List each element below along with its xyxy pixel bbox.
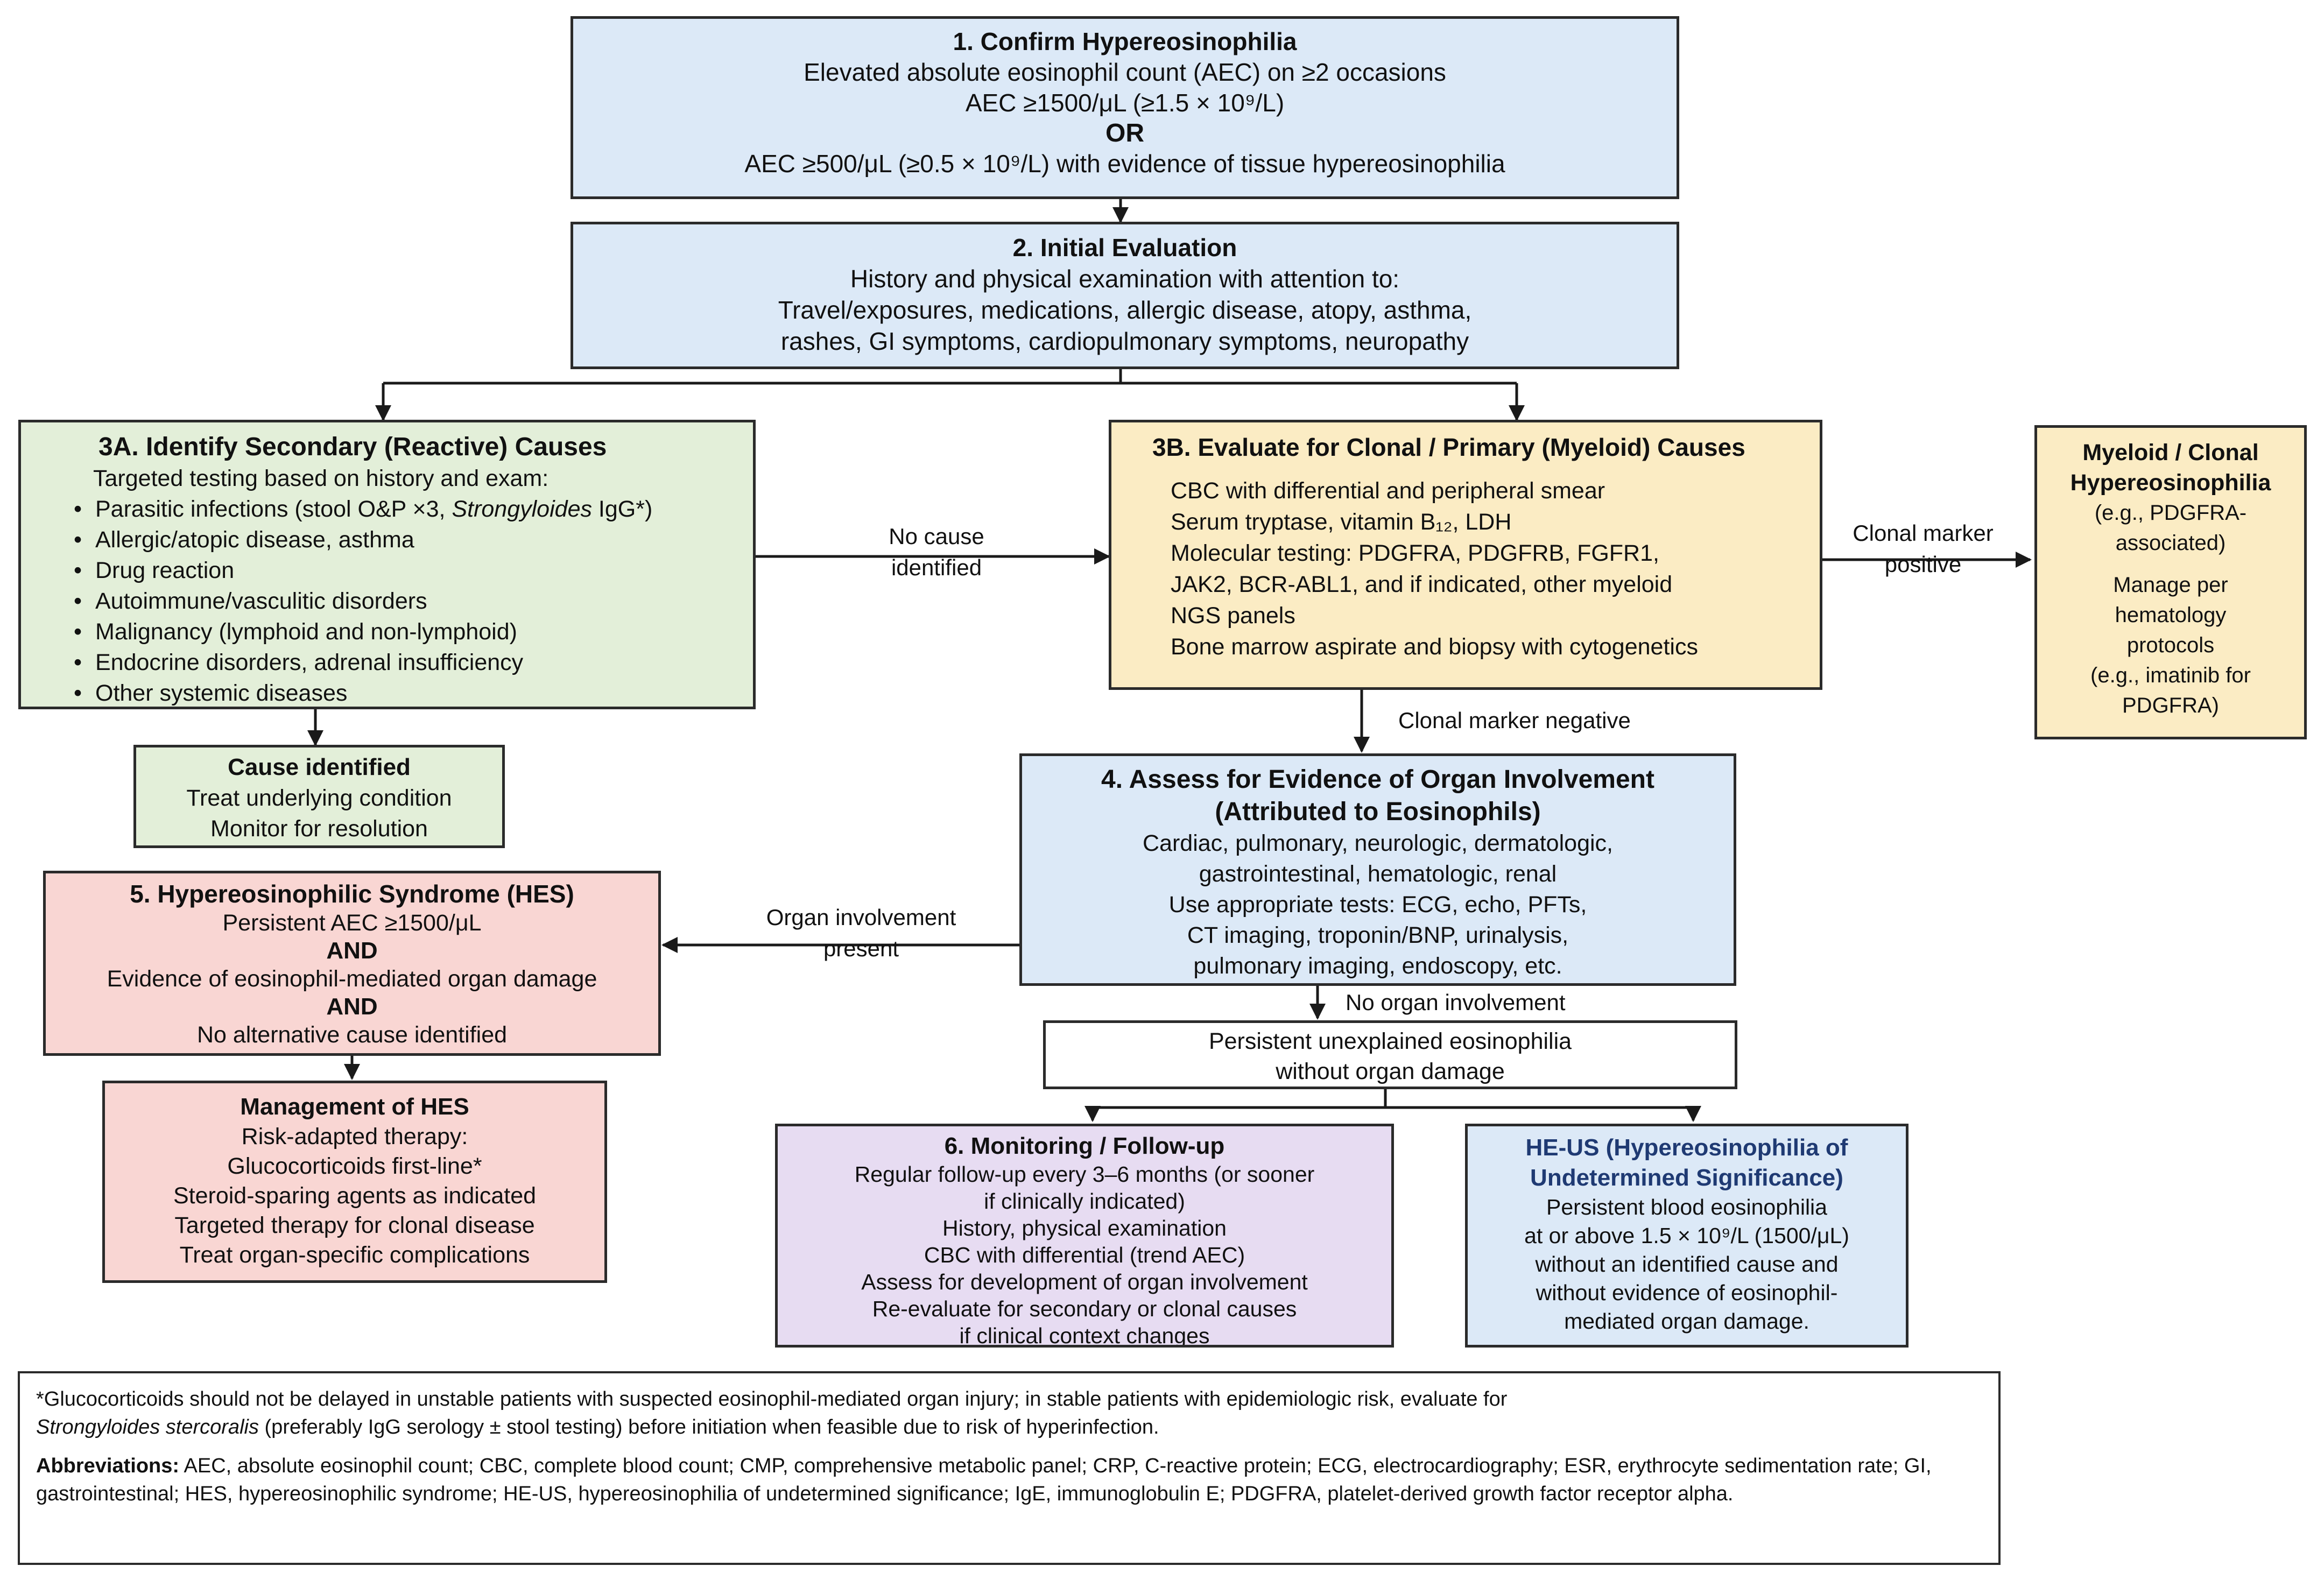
box-hes: 5. Hypereosinophilic Syndrome (HES) Pers… [43, 871, 661, 1056]
box5-line: Persistent AEC ≥1500/μL [222, 910, 482, 936]
footnote-box: *Glucocorticoids should not be delayed i… [18, 1371, 2001, 1565]
list-item: Serum tryptase, vitamin B₁₂, LDH [1171, 509, 1512, 535]
cause-title: Cause identified [228, 754, 411, 780]
heus-line: Persistent blood eosinophilia [1546, 1195, 1827, 1219]
heus-line: mediated organ damage. [1564, 1309, 1809, 1334]
persistent-line: Persistent unexplained eosinophilia [1208, 1028, 1572, 1054]
box-persistent-unexplained: Persistent unexplained eosinophilia with… [1043, 1020, 1737, 1089]
heus-line: without evidence of eosinophil- [1536, 1280, 1838, 1305]
box4-title: (Attributed to Eosinophils) [1215, 798, 1541, 826]
mgmt-line: Glucocorticoids first-line* [227, 1153, 482, 1179]
box6-line: if clinical context changes [959, 1323, 1210, 1348]
myeloid-line: PDGFRA) [2122, 694, 2219, 717]
list-item: •Endocrine disorders, adrenal insufficie… [74, 650, 524, 675]
box1-line: AEC ≥1500/μL (≥1.5 × 10⁹/L) [965, 89, 1285, 117]
box5-and: AND [326, 937, 378, 964]
myeloid-line: hematology [2115, 603, 2227, 627]
box3b-list: CBC with differential and peripheral sme… [1171, 475, 1820, 662]
box6-line: Assess for development of organ involvem… [861, 1269, 1308, 1294]
box6-line: CBC with differential (trend AEC) [924, 1243, 1245, 1267]
box6-line: Regular follow-up every 3–6 months (or s… [854, 1162, 1315, 1187]
box4-line: Use appropriate tests: ECG, echo, PFTs, [1168, 892, 1587, 918]
heus-title: Undetermined Significance) [1530, 1165, 1843, 1191]
box1-line: Elevated absolute eosinophil count (AEC)… [804, 58, 1446, 86]
cause-line: Monitor for resolution [210, 816, 428, 842]
myeloid-title: Hypereosinophilia [2070, 470, 2271, 496]
myeloid-line: associated) [2115, 531, 2226, 555]
list-item: NGS panels [1171, 603, 1295, 629]
box4-line: gastrointestinal, hematologic, renal [1199, 861, 1557, 887]
box6-title: 6. Monitoring / Follow-up [944, 1133, 1225, 1159]
footnote-abbreviations: Abbreviations: AEC, absolute eosinophil … [36, 1455, 1932, 1505]
persistent-line: without organ damage [1276, 1059, 1505, 1084]
box1-or: OR [1105, 119, 1144, 147]
myeloid-line: (e.g., imatinib for [2090, 664, 2251, 687]
box-cause-identified: Cause identified Treat underlying condit… [133, 745, 505, 848]
box-organ-involvement: 4. Assess for Evidence of Organ Involvem… [1019, 753, 1736, 986]
label-clonal-positive: Clonal marker positive [1853, 520, 1994, 577]
mgmt-line: Risk-adapted therapy: [241, 1124, 468, 1149]
list-item: •Autoimmune/vasculitic disorders [74, 588, 427, 614]
heus-line: at or above 1.5 × 10⁹/L (1500/μL) [1524, 1223, 1849, 1248]
label-clonal-negative: Clonal marker negative [1398, 708, 1631, 733]
box-management-hes: Management of HES Risk-adapted therapy: … [102, 1081, 607, 1283]
box-monitoring: 6. Monitoring / Follow-up Regular follow… [775, 1124, 1394, 1348]
box5-line: Evidence of eosinophil-mediated organ da… [107, 966, 597, 992]
mgmt-line: Steroid-sparing agents as indicated [173, 1183, 537, 1209]
box4-line: pulmonary imaging, endoscopy, etc. [1193, 953, 1562, 979]
cause-line: Treat underlying condition [186, 785, 452, 811]
list-item: CBC with differential and peripheral sme… [1171, 478, 1605, 504]
box5-line: No alternative cause identified [196, 1022, 508, 1048]
box-secondary-causes: 3A. Identify Secondary (Reactive) Causes… [18, 420, 756, 709]
label-organ-present: Organ involvement present [766, 905, 956, 961]
box6-line: if clinically indicated) [984, 1189, 1185, 1214]
box-myeloid-clonal: Myeloid / Clonal Hypereosinophilia (e.g.… [2034, 425, 2307, 739]
label-no-cause: No cause identified [889, 524, 984, 580]
box3a-intro: Targeted testing based on history and ex… [93, 465, 549, 491]
list-item: •Other systemic diseases [74, 680, 348, 706]
list-item: Bone marrow aspirate and biopsy with cyt… [1171, 634, 1698, 660]
box3a-list: •Parasitic infections (stool O&P ×3, Str… [74, 494, 753, 707]
list-item: •Parasitic infections (stool O&P ×3, Str… [74, 496, 653, 522]
box2-title: 2. Initial Evaluation [1012, 234, 1237, 262]
box4-line: Cardiac, pulmonary, neurologic, dermatol… [1143, 830, 1613, 856]
box2-line: History and physical examination with at… [850, 265, 1400, 293]
label-no-organ: No organ involvement [1346, 990, 1566, 1015]
box1-line: AEC ≥500/μL (≥0.5 × 10⁹/L) with evidence… [744, 150, 1505, 178]
mgmt-line: Treat organ-specific complications [179, 1242, 530, 1268]
list-item: •Allergic/atopic disease, asthma [74, 527, 414, 553]
box4-line: CT imaging, troponin/BNP, urinalysis, [1187, 922, 1569, 948]
myeloid-line: protocols [2126, 633, 2215, 657]
box1-title: 1. Confirm Hypereosinophilia [953, 27, 1297, 55]
box2-line: Travel/exposures, medications, allergic … [778, 296, 1472, 324]
box4-title: 4. Assess for Evidence of Organ Involvem… [1101, 765, 1654, 794]
myeloid-line: (e.g., PDGFRA- [2094, 501, 2247, 525]
box5-title: 5. Hypereosinophilic Syndrome (HES) [130, 880, 574, 908]
box-heus: HE-US (Hypereosinophilia of Undetermined… [1465, 1124, 1909, 1348]
list-item: Molecular testing: PDGFRA, PDGFRB, FGFR1… [1171, 540, 1659, 566]
myeloid-line: Manage per [2113, 573, 2228, 597]
box-confirm-hypereosinophilia: 1. Confirm Hypereosinophilia Elevated ab… [571, 16, 1679, 199]
myeloid-title: Myeloid / Clonal [2082, 440, 2259, 465]
box6-line: Re-evaluate for secondary or clonal caus… [872, 1296, 1297, 1321]
box-clonal-causes: 3B. Evaluate for Clonal / Primary (Myelo… [1109, 420, 1822, 690]
list-item: JAK2, BCR-ABL1, and if indicated, other … [1171, 572, 1673, 597]
box3b-title: 3B. Evaluate for Clonal / Primary (Myelo… [1152, 433, 1745, 461]
footnote-glucocorticoids: *Glucocorticoids should not be delayed i… [36, 1388, 1508, 1438]
box5-and: AND [326, 993, 378, 1020]
box-initial-evaluation: 2. Initial Evaluation History and physic… [571, 222, 1679, 369]
list-item: •Malignancy (lymphoid and non-lymphoid) [74, 619, 517, 645]
mgmt-line: Targeted therapy for clonal disease [174, 1212, 535, 1238]
box3a-title: 3A. Identify Secondary (Reactive) Causes [98, 433, 607, 461]
heus-title: HE-US (Hypereosinophilia of [1525, 1134, 1848, 1161]
heus-line: without an identified cause and [1535, 1252, 1839, 1276]
box6-line: History, physical examination [942, 1216, 1227, 1240]
mgmt-title: Management of HES [240, 1094, 469, 1120]
box2-line: rashes, GI symptoms, cardiopulmonary sym… [780, 327, 1469, 355]
list-item: •Drug reaction [74, 558, 235, 583]
